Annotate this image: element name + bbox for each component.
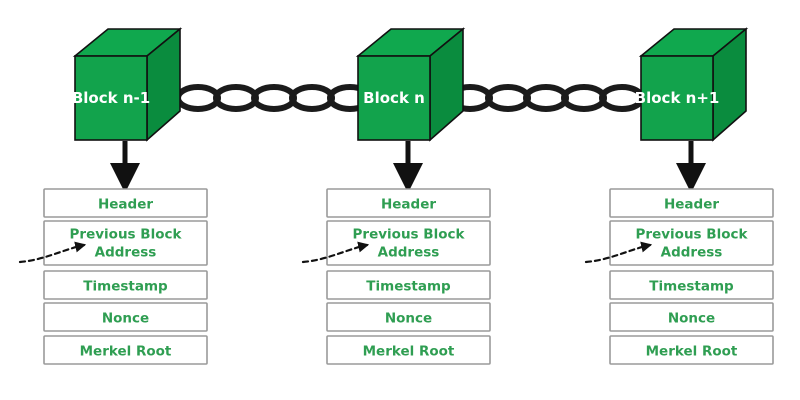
field-box-merkel-root[interactable]: Merkel Root xyxy=(43,335,208,365)
field-box-previous-block-address[interactable]: Previous Block Address xyxy=(326,220,491,266)
field-box-merkel-root[interactable]: Merkel Root xyxy=(326,335,491,365)
field-label: Nonce xyxy=(668,311,715,327)
cube-block-n[interactable]: Block n xyxy=(355,27,466,142)
field-box-nonce[interactable]: Nonce xyxy=(326,302,491,332)
cube-label: Block n xyxy=(363,89,425,107)
cube-block-n-plus-1[interactable]: Block n+1 xyxy=(635,27,749,142)
field-label-line2: Address xyxy=(661,245,723,261)
field-box-nonce[interactable]: Nonce xyxy=(43,302,208,332)
field-label: Merkel Root xyxy=(363,344,455,360)
field-box-timestamp[interactable]: Timestamp xyxy=(43,270,208,300)
field-label: Header xyxy=(664,197,719,213)
field-box-nonce[interactable]: Nonce xyxy=(609,302,774,332)
field-label: Header xyxy=(98,197,153,213)
field-stack-block-n: Header Previous Block Address Timestamp … xyxy=(326,188,491,365)
field-stack-block-n-plus-1: Header Previous Block Address Timestamp … xyxy=(609,188,774,365)
field-box-previous-block-address[interactable]: Previous Block Address xyxy=(43,220,208,266)
field-label: Timestamp xyxy=(366,279,451,295)
cube-block-n-minus-1[interactable]: Block n-1 xyxy=(72,27,183,142)
field-box-timestamp[interactable]: Timestamp xyxy=(609,270,774,300)
field-label: Timestamp xyxy=(83,279,168,295)
field-box-previous-block-address[interactable]: Previous Block Address xyxy=(609,220,774,266)
field-label: Merkel Root xyxy=(646,344,738,360)
field-box-header[interactable]: Header xyxy=(609,188,774,218)
field-label-line1: Previous Block xyxy=(70,227,183,243)
field-label-line1: Previous Block xyxy=(353,227,466,243)
field-label: Timestamp xyxy=(649,279,734,295)
field-box-header[interactable]: Header xyxy=(326,188,491,218)
field-label-line1: Previous Block xyxy=(636,227,749,243)
cube-label: Block n+1 xyxy=(635,89,720,107)
field-label: Nonce xyxy=(385,311,432,327)
field-stack-block-n-minus-1: Header Previous Block Address Timestamp … xyxy=(43,188,208,365)
cube-front-face xyxy=(357,55,431,141)
field-label-line2: Address xyxy=(378,245,440,261)
field-label: Merkel Root xyxy=(80,344,172,360)
field-box-merkel-root[interactable]: Merkel Root xyxy=(609,335,774,365)
field-label-line2: Address xyxy=(95,245,157,261)
field-label: Nonce xyxy=(102,311,149,327)
cube-label: Block n-1 xyxy=(72,89,150,107)
field-label: Header xyxy=(381,197,436,213)
cube-front-face xyxy=(640,55,714,141)
field-box-timestamp[interactable]: Timestamp xyxy=(326,270,491,300)
cube-front-face xyxy=(74,55,148,141)
field-box-header[interactable]: Header xyxy=(43,188,208,218)
